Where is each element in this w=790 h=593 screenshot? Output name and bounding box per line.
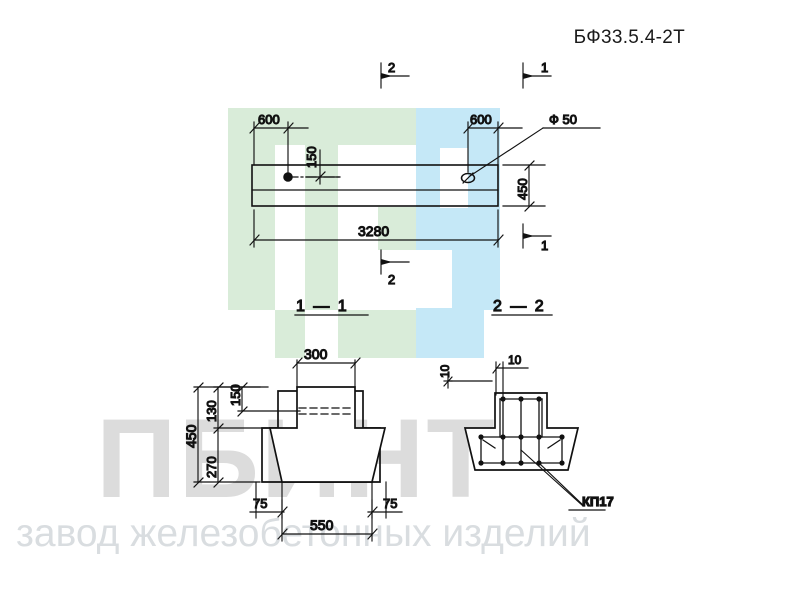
dim-150-elevation: [305, 149, 341, 185]
watermark-knockout: [275, 200, 305, 310]
drawing-title: БФ33.5.4-2Т: [573, 27, 685, 48]
watermark-knockout: [484, 310, 500, 358]
label-3280: 3280: [358, 223, 389, 239]
dim-10-top: [492, 361, 529, 397]
title-section-2-2: 2 — 2: [493, 298, 546, 315]
hole-diameter-leader: [469, 127, 601, 177]
label-hole-diameter: Ф 50: [549, 112, 577, 127]
title-section-1-1: 1 — 1: [296, 298, 349, 315]
dim-450-elevation: [502, 160, 546, 212]
dim-300: [292, 357, 361, 388]
dim-150-section: [237, 382, 301, 417]
section-1-1-hidden-lines: [298, 407, 355, 415]
watermark-knockout: [440, 148, 468, 208]
label-75-right: 75: [383, 496, 397, 511]
label-450-elevation: 450: [515, 178, 530, 200]
dim-600-left: [249, 121, 309, 173]
watermark-knockout: [338, 200, 378, 310]
section-mark-1-bottom: [522, 223, 552, 249]
dim-10-side: [443, 371, 493, 389]
label-600-right: 600: [470, 112, 492, 127]
dim-270: [213, 427, 224, 488]
label-section-1-bottom: 1: [541, 238, 548, 253]
label-10-top: 10: [508, 353, 522, 367]
label-600-left: 600: [258, 112, 280, 127]
label-section-2-top: 2: [388, 60, 395, 75]
watermark-knockout: [305, 310, 338, 358]
section-mark-2-bottom: [380, 249, 410, 275]
dim-550: [277, 499, 378, 542]
watermark-knockout: [228, 310, 275, 358]
kp17-leader: [520, 449, 606, 511]
label-550: 550: [310, 517, 334, 533]
section-mark-1-top: [522, 62, 552, 89]
elevation-outline: [251, 164, 499, 207]
label-section-2-bottom: 2: [388, 272, 395, 287]
label-130: 130: [204, 400, 219, 422]
dim-3280: [249, 209, 504, 248]
label-75-left: 75: [253, 496, 267, 511]
section-mark-2-top: [380, 62, 410, 89]
watermark-knockout: [338, 145, 416, 207]
label-300: 300: [304, 346, 328, 362]
label-270: 270: [204, 456, 219, 478]
rebar-nodes: [478, 396, 565, 466]
label-kp17: КП17: [582, 494, 614, 509]
label-150-section: 150: [228, 384, 243, 406]
label-450-section: 450: [183, 424, 199, 448]
dim-600-right: [463, 121, 523, 173]
label-section-1-top: 1: [541, 60, 548, 75]
label-10-side: 10: [438, 364, 452, 378]
label-150-elevation: 150: [304, 146, 319, 168]
watermark-knockout: [416, 250, 452, 308]
